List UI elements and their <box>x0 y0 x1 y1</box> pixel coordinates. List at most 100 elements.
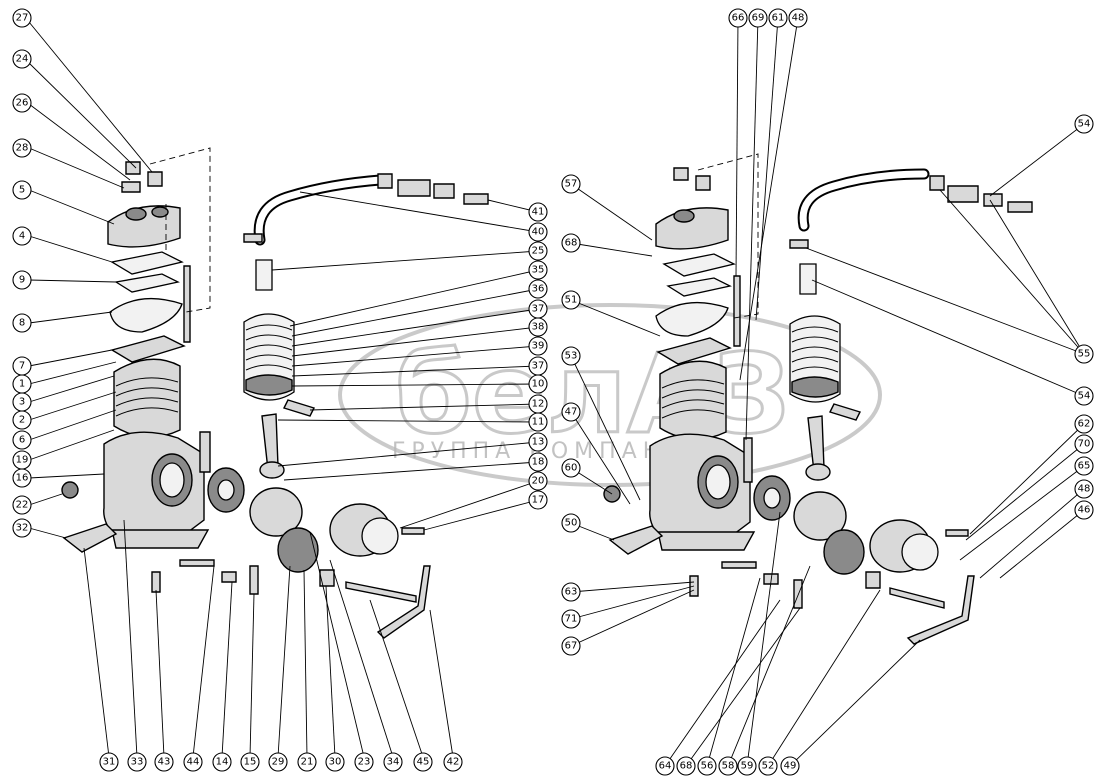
callout-marker: 37 <box>528 299 548 319</box>
callout-marker: 25 <box>528 241 548 261</box>
callout-marker: 11 <box>528 412 548 432</box>
callouts-left-assembly-right: 41 40 25 35 36 37 38 39 37 10 12 11 13 1… <box>528 202 548 510</box>
callout-marker: 48 <box>788 8 808 28</box>
callout-marker: 59 <box>737 756 757 776</box>
callout-marker: 41 <box>528 202 548 222</box>
svg-text:68: 68 <box>680 761 693 772</box>
svg-text:59: 59 <box>741 761 754 772</box>
callout-marker: 33 <box>127 752 147 772</box>
svg-text:46: 46 <box>1078 505 1091 516</box>
svg-text:52: 52 <box>762 761 775 772</box>
callout-marker: 4 <box>12 226 32 246</box>
callout-marker: 62 <box>1074 414 1094 434</box>
svg-text:34: 34 <box>387 757 400 768</box>
callout-marker: 26 <box>12 93 32 113</box>
svg-text:53: 53 <box>565 351 578 362</box>
svg-text:48: 48 <box>792 13 805 24</box>
svg-text:20: 20 <box>532 476 545 487</box>
callout-marker: 6 <box>12 430 32 450</box>
svg-text:9: 9 <box>19 275 25 286</box>
callout-marker: 17 <box>528 490 548 510</box>
svg-text:39: 39 <box>532 341 545 352</box>
svg-text:48: 48 <box>1078 484 1091 495</box>
callout-marker: 13 <box>528 432 548 452</box>
svg-text:60: 60 <box>565 463 578 474</box>
svg-text:8: 8 <box>19 318 25 329</box>
callout-marker: 2 <box>12 410 32 430</box>
callout-marker: 70 <box>1074 434 1094 454</box>
callout-marker: 36 <box>528 279 548 299</box>
callout-marker: 56 <box>697 756 717 776</box>
svg-text:61: 61 <box>772 13 785 24</box>
svg-text:65: 65 <box>1078 461 1091 472</box>
svg-text:32: 32 <box>16 523 29 534</box>
callout-marker: 71 <box>561 609 581 629</box>
callouts-left-assembly-left: 27 24 26 28 5 4 9 8 7 1 3 2 6 19 16 22 3… <box>12 8 32 538</box>
svg-text:29: 29 <box>272 757 285 768</box>
callout-marker: 12 <box>528 394 548 414</box>
svg-text:15: 15 <box>244 757 257 768</box>
svg-text:54: 54 <box>1078 119 1091 130</box>
svg-text:49: 49 <box>784 761 797 772</box>
svg-text:22: 22 <box>16 500 29 511</box>
svg-text:36: 36 <box>532 284 545 295</box>
svg-text:47: 47 <box>565 407 578 418</box>
svg-text:27: 27 <box>16 13 29 24</box>
callout-marker: 20 <box>528 471 548 491</box>
callout-marker: 57 <box>561 174 581 194</box>
callout-marker: 45 <box>413 752 433 772</box>
svg-text:44: 44 <box>187 757 200 768</box>
callout-marker: 27 <box>12 8 32 28</box>
callout-marker: 9 <box>12 270 32 290</box>
callout-marker: 23 <box>354 752 374 772</box>
svg-text:45: 45 <box>417 757 430 768</box>
svg-text:55: 55 <box>1078 349 1091 360</box>
svg-text:35: 35 <box>532 265 545 276</box>
callout-marker: 54 <box>1074 114 1094 134</box>
svg-text:10: 10 <box>532 379 545 390</box>
svg-text:66: 66 <box>732 13 745 24</box>
svg-text:25: 25 <box>532 246 545 257</box>
callout-marker: 31 <box>99 752 119 772</box>
callout-marker: 24 <box>12 49 32 69</box>
callout-marker: 28 <box>12 138 32 158</box>
svg-text:19: 19 <box>16 455 29 466</box>
svg-text:24: 24 <box>16 54 29 65</box>
svg-text:5: 5 <box>19 185 25 196</box>
callout-marker: 43 <box>154 752 174 772</box>
callouts-right-assembly-left: 57 68 51 53 47 60 50 63 71 67 <box>561 174 581 656</box>
svg-text:62: 62 <box>1078 419 1091 430</box>
callout-marker: 63 <box>561 582 581 602</box>
callout-marker: 50 <box>561 513 581 533</box>
svg-text:4: 4 <box>19 231 25 242</box>
svg-text:43: 43 <box>158 757 171 768</box>
callout-marker: 66 <box>728 8 748 28</box>
callout-marker: 53 <box>561 346 581 366</box>
svg-text:3: 3 <box>19 397 25 408</box>
callout-marker: 48 <box>1074 479 1094 499</box>
callout-marker: 58 <box>718 756 738 776</box>
callout-marker: 69 <box>748 8 768 28</box>
callout-marker: 67 <box>561 636 581 656</box>
callout-marker: 51 <box>561 290 581 310</box>
callout-marker: 18 <box>528 452 548 472</box>
callout-marker: 40 <box>528 222 548 242</box>
callout-marker: 46 <box>1074 500 1094 520</box>
svg-text:30: 30 <box>329 757 342 768</box>
callout-marker: 10 <box>528 374 548 394</box>
svg-text:37: 37 <box>532 361 545 372</box>
svg-text:18: 18 <box>532 457 545 468</box>
svg-text:7: 7 <box>19 361 25 372</box>
callout-marker: 37 <box>528 356 548 376</box>
callout-marker: 52 <box>758 756 778 776</box>
callout-marker: 15 <box>240 752 260 772</box>
svg-text:64: 64 <box>659 761 672 772</box>
svg-text:26: 26 <box>16 98 29 109</box>
svg-text:58: 58 <box>722 761 735 772</box>
callout-marker: 55 <box>1074 344 1094 364</box>
svg-text:12: 12 <box>532 399 545 410</box>
callout-marker: 29 <box>268 752 288 772</box>
callout-marker: 38 <box>528 317 548 337</box>
callout-marker: 65 <box>1074 456 1094 476</box>
